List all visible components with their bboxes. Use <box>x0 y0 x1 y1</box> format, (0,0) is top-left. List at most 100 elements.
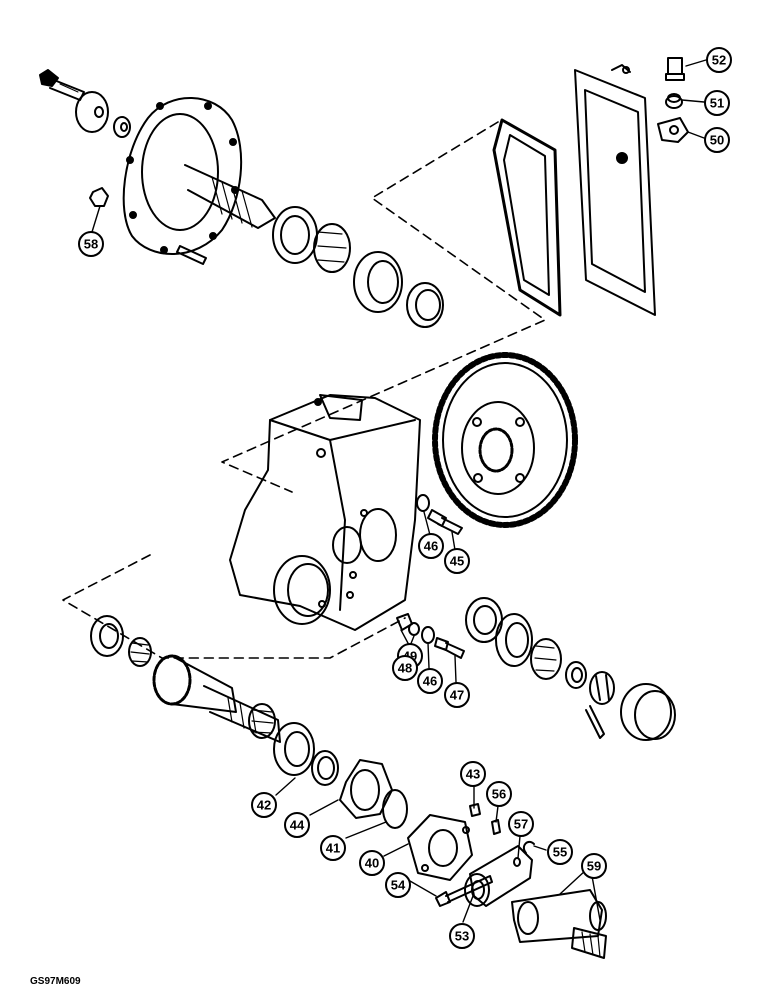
callout-41: 41 <box>320 835 346 861</box>
washer-right <box>565 661 587 689</box>
splined-shaft-59 <box>511 889 607 959</box>
bearing-cone-right <box>530 638 562 680</box>
callout-51: 51 <box>704 90 730 116</box>
flanged-output-shaft <box>122 97 276 255</box>
seal-ring-lower <box>311 750 339 786</box>
reducer-51 <box>665 93 683 109</box>
callout-55: 55 <box>547 839 573 865</box>
o-ring-41 <box>382 789 408 829</box>
bearing-cone-lower <box>248 703 276 739</box>
snap-ring-55 <box>522 840 535 854</box>
callout-circle <box>444 548 470 574</box>
callout-circle <box>359 850 385 876</box>
bolt-54 <box>435 875 493 907</box>
bearing-cup-left <box>90 615 124 657</box>
callout-53: 53 <box>449 923 475 949</box>
castle-nut-right <box>589 671 615 705</box>
callout-40: 40 <box>359 850 385 876</box>
callout-59: 59 <box>581 853 607 879</box>
callout-circle <box>704 127 730 153</box>
callout-number: 56 <box>492 787 506 802</box>
tapered-bearing-cone-upper <box>313 223 351 273</box>
callout-number: 42 <box>257 798 271 813</box>
drawing-code: GS97M609 <box>30 976 81 987</box>
callout-number: 44 <box>290 818 305 833</box>
flat-washer-small <box>113 116 131 138</box>
callout-number: 53 <box>455 929 469 944</box>
callout-circle <box>251 792 277 818</box>
callout-circle <box>392 655 418 681</box>
callout-circle <box>78 231 104 257</box>
callout-circle <box>581 853 607 879</box>
callout-number: 58 <box>84 237 98 252</box>
callout-43: 43 <box>460 761 486 787</box>
callout-circle <box>704 90 730 116</box>
callout-number: 59 <box>587 859 601 874</box>
end-cap <box>620 683 676 741</box>
callout-44: 44 <box>284 812 310 838</box>
bearing-cup-right <box>495 613 533 667</box>
callout-circle <box>284 812 310 838</box>
leader-lines <box>91 59 707 923</box>
callout-circle <box>417 668 443 694</box>
callout-number: 40 <box>365 856 379 871</box>
callout-56: 56 <box>486 781 512 807</box>
large-spur-gear <box>432 352 578 528</box>
callout-circle <box>460 761 486 787</box>
housing-cover <box>574 64 656 316</box>
callout-number: 47 <box>450 688 464 703</box>
callout-number: 57 <box>514 817 528 832</box>
callout-52: 52 <box>706 47 732 73</box>
callout-58: 58 <box>78 231 104 257</box>
bolt-flange-lower <box>176 245 207 265</box>
callout-number: 52 <box>712 53 726 68</box>
cotter-pin-right <box>585 705 605 739</box>
callout-48: 48 <box>392 655 418 681</box>
callout-number: 51 <box>710 96 724 111</box>
callout-46: 46 <box>417 668 443 694</box>
callout-circle <box>449 923 475 949</box>
retainer-40 <box>407 814 473 881</box>
fitting-43 <box>469 803 481 817</box>
assembly-dashed-lines <box>62 121 546 659</box>
callout-number: 45 <box>450 554 464 569</box>
pinion-gear-shaft <box>152 654 281 743</box>
callout-46: 46 <box>418 533 444 559</box>
coupler-53 <box>464 845 533 907</box>
elbow-50 <box>657 117 689 143</box>
flat-washer-large <box>75 91 109 133</box>
breather-52 <box>665 57 685 81</box>
callout-number: 50 <box>710 133 724 148</box>
callout-circle <box>444 682 470 708</box>
callout-circle <box>320 835 346 861</box>
callout-circle <box>486 781 512 807</box>
callout-number: 54 <box>391 878 406 893</box>
callout-number: 41 <box>326 841 340 856</box>
callout-57: 57 <box>508 811 534 837</box>
callout-50: 50 <box>704 127 730 153</box>
fitting-57 <box>513 857 521 867</box>
callout-circle <box>706 47 732 73</box>
callout-labels: 5251505846454948464743565755594244414054… <box>78 47 732 949</box>
bolt-45 <box>427 509 463 535</box>
callout-number: 43 <box>466 767 480 782</box>
callout-number: 46 <box>424 539 438 554</box>
washer-46-upper <box>416 494 430 512</box>
gasket-44 <box>339 759 393 819</box>
hex-bolt-top-left <box>39 69 85 101</box>
nut-58 <box>89 187 109 207</box>
callout-number: 48 <box>398 661 412 676</box>
callout-circle <box>508 811 534 837</box>
washer-48 <box>408 622 420 636</box>
gearbox-housing <box>229 394 421 631</box>
callout-45: 45 <box>444 548 470 574</box>
callout-54: 54 <box>385 872 411 898</box>
bearing-cone-left <box>128 637 152 667</box>
callout-number: 46 <box>423 674 437 689</box>
washer-46-lower <box>421 626 435 644</box>
spacer-sleeve-upper <box>406 282 444 328</box>
callout-circle <box>418 533 444 559</box>
callout-circle <box>385 872 411 898</box>
callout-number: 55 <box>553 845 567 860</box>
